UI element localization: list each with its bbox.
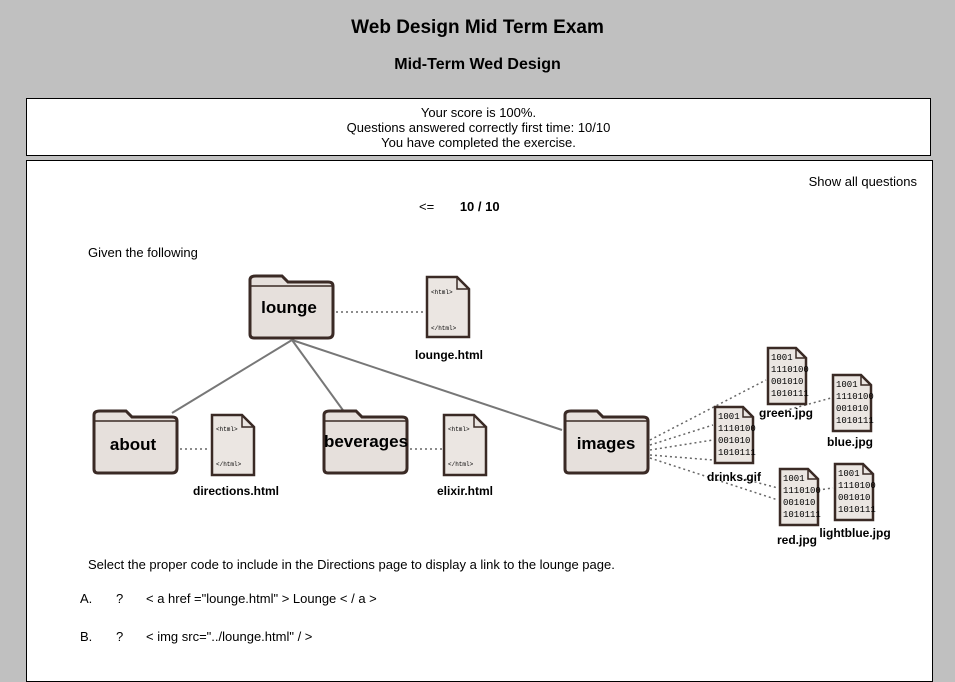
file-drinks-gif-icon: 1001 1110100 001010 1010111 drinks.gif <box>707 405 762 484</box>
option-text: < img src="../lounge.html" / > <box>146 629 313 644</box>
svg-text:green.jpg: green.jpg <box>759 406 813 420</box>
question-prompt: Select the proper code to include in the… <box>88 557 615 572</box>
svg-text:001010: 001010 <box>836 404 868 414</box>
svg-text:1001: 1001 <box>836 380 858 390</box>
svg-text:drinks.gif: drinks.gif <box>707 470 762 484</box>
question-counter: 10 / 10 <box>459 199 500 214</box>
page-subtitle: Mid-Term Wed Design <box>394 56 561 73</box>
svg-text:1110100: 1110100 <box>783 486 821 496</box>
show-all-questions-link[interactable]: Show all questions <box>808 174 917 189</box>
svg-text:1110100: 1110100 <box>836 392 874 402</box>
folder-about-icon: about <box>92 409 179 475</box>
svg-text:images: images <box>577 434 636 453</box>
connector-lines <box>171 339 563 431</box>
svg-text:</html>: </html> <box>431 325 457 332</box>
option-mark: ? <box>116 591 124 606</box>
svg-text:1001: 1001 <box>838 469 860 479</box>
svg-text:1010111: 1010111 <box>718 448 756 458</box>
folder-lounge-icon: lounge <box>248 274 335 340</box>
svg-text:lounge: lounge <box>261 298 317 317</box>
folder-beverages-icon: beverages <box>322 409 409 475</box>
previous-question-button[interactable]: <= <box>419 199 435 214</box>
file-red-jpg-icon: 1001 1110100 001010 1010111 red.jpg <box>777 467 821 547</box>
svg-text:001010: 001010 <box>838 493 870 503</box>
option-mark: ? <box>116 629 124 644</box>
svg-text:about: about <box>110 435 157 454</box>
svg-text:<html>: <html> <box>431 289 453 296</box>
svg-text:red.jpg: red.jpg <box>777 533 817 547</box>
correct-count-text: Questions answered correctly first time:… <box>346 120 611 135</box>
file-lounge-html-icon: <html> </html> lounge.html <box>415 275 483 362</box>
svg-text:1010111: 1010111 <box>771 389 809 399</box>
option-text: < a href ="lounge.html" > Lounge < / a > <box>146 591 377 606</box>
svg-text:lightblue.jpg: lightblue.jpg <box>819 526 890 540</box>
svg-text:<html>: <html> <box>216 426 238 433</box>
svg-text:1001: 1001 <box>783 474 805 484</box>
svg-text:1110100: 1110100 <box>771 365 809 375</box>
file-elixir-html-icon: <html> </html> elixir.html <box>437 413 493 498</box>
svg-text:001010: 001010 <box>783 498 815 508</box>
dotted-links <box>180 311 834 501</box>
svg-text:blue.jpg: blue.jpg <box>827 435 873 449</box>
svg-text:1010111: 1010111 <box>836 416 874 426</box>
question-nav: <= 10 / 10 <box>419 199 500 214</box>
file-green-jpg-icon: 1001 1110100 001010 1010111 green.jpg <box>759 346 813 420</box>
file-directions-html-icon: <html> </html> directions.html <box>193 413 279 498</box>
completion-text: You have completed the exercise. <box>381 135 576 150</box>
svg-text:<html>: <html> <box>448 426 470 433</box>
svg-text:lounge.html: lounge.html <box>415 348 483 362</box>
svg-text:1110100: 1110100 <box>718 424 756 434</box>
option-letter: A. <box>80 591 93 606</box>
folder-images-icon: images <box>563 409 650 475</box>
svg-text:001010: 001010 <box>718 436 750 446</box>
svg-text:1110100: 1110100 <box>838 481 876 491</box>
site-structure-diagram: lounge about beverages images <html> </ht… <box>92 274 891 547</box>
svg-text:1001: 1001 <box>771 353 793 363</box>
score-text: Your score is 100%. <box>420 105 537 120</box>
svg-text:1001: 1001 <box>718 412 740 422</box>
svg-text:</html>: </html> <box>448 461 474 468</box>
score-panel: Your score is 100%. Questions answered c… <box>26 98 931 156</box>
svg-text:</html>: </html> <box>216 461 242 468</box>
question-intro: Given the following <box>88 245 198 260</box>
option-letter: B. <box>80 629 93 644</box>
file-lightblue-jpg-icon: 1001 1110100 001010 1010111 lightblue.jpg <box>819 462 891 540</box>
svg-text:1010111: 1010111 <box>783 510 821 520</box>
svg-text:elixir.html: elixir.html <box>437 484 493 498</box>
page-title: Web Design Mid Term Exam <box>351 17 604 38</box>
svg-text:beverages: beverages <box>324 432 408 451</box>
svg-text:1010111: 1010111 <box>838 505 876 515</box>
svg-text:directions.html: directions.html <box>193 484 279 498</box>
file-blue-jpg-icon: 1001 1110100 001010 1010111 blue.jpg <box>827 373 874 449</box>
svg-text:001010: 001010 <box>771 377 803 387</box>
